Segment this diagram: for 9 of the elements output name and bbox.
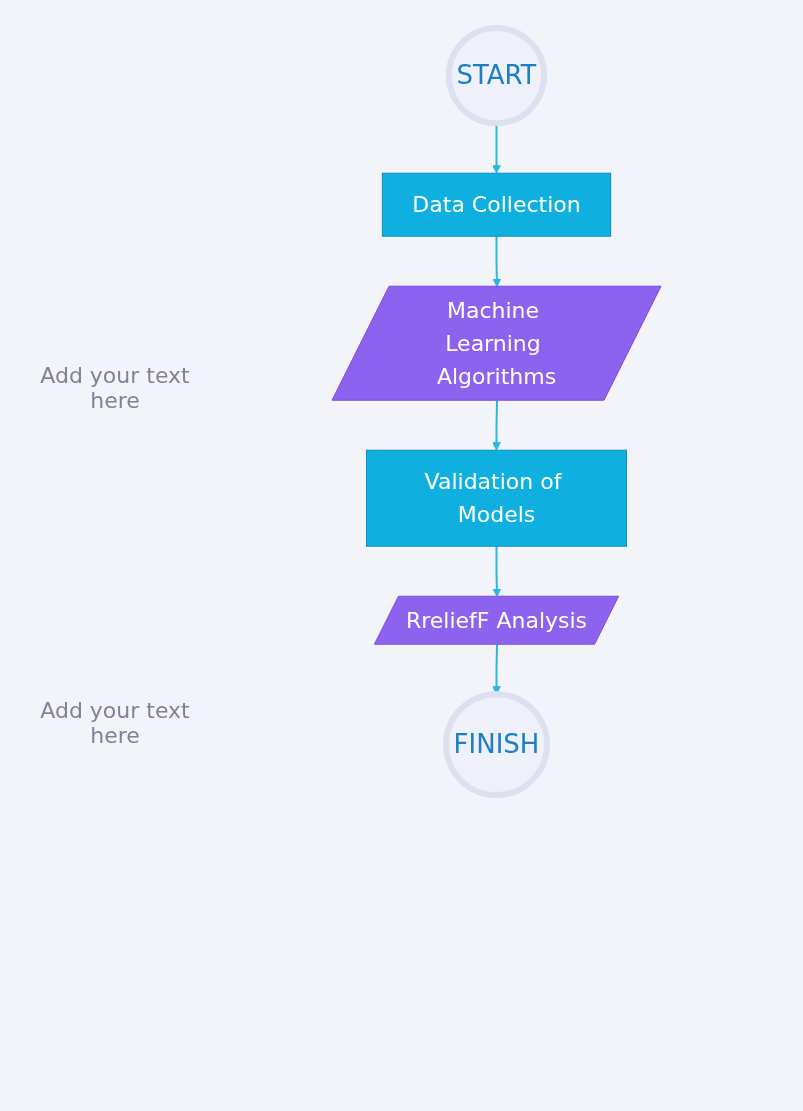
node-circle: START bbox=[445, 25, 548, 127]
arrow bbox=[492, 545, 502, 598]
arrow bbox=[492, 399, 501, 451]
node-box: Validation of Models bbox=[366, 449, 627, 547]
placeholder-text: Add your text here bbox=[39, 362, 191, 413]
node-box: Data Collection bbox=[381, 172, 612, 237]
placeholder-text: Add your text here bbox=[39, 698, 191, 749]
node-circle: FINISH bbox=[443, 691, 550, 798]
arrow bbox=[492, 235, 502, 288]
